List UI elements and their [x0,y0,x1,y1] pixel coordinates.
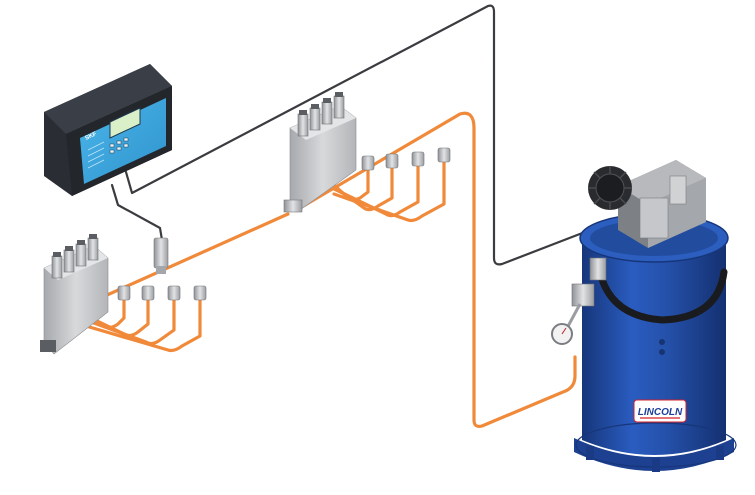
control-cables [110,4,587,266]
svg-text:LINCOLN: LINCOLN [638,407,683,418]
controller-brand-label: SKF [84,131,98,142]
controller-keypad [109,137,129,154]
divider-valve-top [283,92,357,213]
outlet-fittings-top [361,147,451,171]
pump-fan [588,166,632,210]
pressure-sensor [153,237,169,274]
outlet-fittings-left [117,285,207,301]
lincoln-logo: LINCOLN [633,399,687,423]
lubrication-tubes [68,111,577,428]
pressure-gauge [551,303,582,345]
controller-face [80,98,166,184]
divider-valve-left [40,234,109,355]
pump-station: LINCOLN [551,160,737,472]
controller-unit: SKF [44,64,172,196]
controller-display [109,107,141,139]
